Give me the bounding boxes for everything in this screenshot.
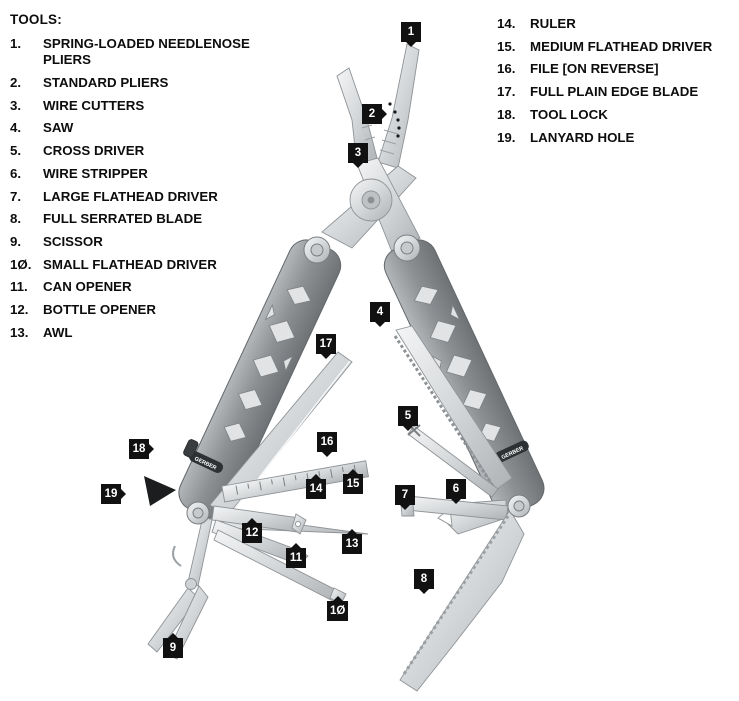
tool-list-item: 5. CROSS DRIVER: [10, 143, 281, 159]
diagram-callout-2: 2: [362, 104, 387, 124]
tool-number: 17.: [497, 84, 516, 100]
tool-list-item: 9. SCISSOR: [10, 234, 281, 250]
tool-label: SMALL FLATHEAD DRIVER: [43, 256, 217, 272]
tool-number: 2.: [10, 74, 22, 90]
tool-label: WIRE STRIPPER: [43, 165, 148, 181]
tool-number: 8.: [10, 211, 22, 227]
diagram-callout-16: 16: [317, 432, 337, 457]
tool-list-item: 2. STANDARD PLIERS: [10, 75, 281, 91]
tool-number: 4.: [10, 120, 22, 136]
tool-label: LARGE FLATHEAD DRIVER: [43, 188, 218, 204]
tools-list-left: TOOLS: 1. SPRING-LOADED NEEDLENOSE PLIERS…: [10, 12, 281, 348]
tool-list-item: 1. SPRING-LOADED NEEDLENOSE PLIERS: [10, 36, 281, 68]
diagram-callout-17: 17: [316, 334, 336, 359]
tool-number: 1Ø.: [10, 256, 32, 272]
tool-number: 16.: [497, 61, 516, 77]
tool-number: 11.: [10, 279, 28, 295]
tool-number: 1.: [10, 36, 22, 51]
tool-number: 6.: [10, 165, 22, 181]
tool-list-item: 4. SAW: [10, 120, 281, 136]
diagram-callout-19: 19: [101, 484, 126, 504]
tool-label: TOOL LOCK: [530, 106, 608, 122]
tool-label: STANDARD PLIERS: [43, 74, 169, 90]
pivot-screws: [186, 234, 531, 525]
diagram-callout-6: 6: [446, 479, 466, 504]
pliers-head: [321, 43, 421, 253]
tool-label: MEDIUM FLATHEAD DRIVER: [530, 38, 713, 54]
diagram-callout-7: 7: [395, 485, 415, 510]
tool-number: 9.: [10, 233, 22, 249]
diagram-callout-3: 3: [348, 143, 368, 168]
small-flathead-driver: [213, 529, 347, 605]
tool-label: RULER: [530, 16, 576, 31]
diagram-callout-5: 5: [398, 406, 418, 431]
lanyard-hole: [144, 476, 176, 506]
tool-list-item: 14. RULER: [497, 16, 733, 32]
diagram-callout-15: 15: [343, 469, 363, 494]
tool-list-item: 3. WIRE CUTTERS: [10, 98, 281, 114]
tools-heading: TOOLS:: [10, 12, 62, 27]
tool-label: SAW: [43, 120, 74, 136]
tool-number: 3.: [10, 97, 22, 113]
diagram-callout-12: 12: [242, 518, 262, 543]
diagram-callout-18: 18: [129, 439, 154, 459]
tool-number: 7.: [10, 188, 22, 204]
tool-list-item: 7. LARGE FLATHEAD DRIVER: [10, 189, 281, 205]
tool-label: BOTTLE OPENER: [43, 302, 157, 318]
tool-label: FILE [ON REVERSE]: [530, 61, 659, 77]
tool-label: CAN OPENER: [43, 279, 132, 295]
tool-list-item: 11. CAN OPENER: [10, 279, 281, 295]
tool-list-item: 18. TOOL LOCK: [497, 107, 733, 123]
cross-driver: [407, 423, 499, 498]
tool-number: 19.: [497, 129, 516, 145]
tool-label: WIRE CUTTERS: [43, 97, 145, 113]
diagram-callout-1: 1: [401, 22, 421, 47]
tool-list-item: 19. LANYARD HOLE: [497, 130, 733, 146]
tool-list-left: 1. SPRING-LOADED NEEDLENOSE PLIERS 2. STAND…: [10, 36, 281, 341]
diagram-callout-13: 13: [342, 529, 362, 554]
tool-list-item: 13. AWL: [10, 325, 281, 341]
left-handle: [178, 239, 342, 519]
tool-list-item: 15. MEDIUM FLATHEAD DRIVER: [497, 39, 733, 55]
diagram-callout-14: 14: [306, 474, 326, 499]
tool-number: 5.: [10, 143, 22, 159]
tool-number: 15.: [497, 38, 516, 54]
spring-dots: [388, 102, 401, 138]
tool-label: CROSS DRIVER: [43, 143, 145, 159]
tool-number: 14.: [497, 16, 516, 31]
tool-list-item: 16. FILE [ON REVERSE]: [497, 61, 733, 77]
tool-list-item: 17. FULL PLAIN EDGE BLADE: [497, 84, 733, 100]
tool-lock: [183, 439, 199, 458]
ruler-tool: [221, 460, 369, 503]
diagram-callout-4: 4: [370, 302, 390, 327]
tool-list-item: 6. WIRE STRIPPER: [10, 166, 281, 182]
tool-label: SPRING-LOADED NEEDLENOSE PLIERS: [43, 36, 250, 68]
diagram-callout-9: 9: [163, 633, 183, 658]
tool-list-item: 1Ø. SMALL FLATHEAD DRIVER: [10, 257, 281, 273]
tool-label: LANYARD HOLE: [530, 129, 635, 145]
tools-list-right: 14. RULER 15. MEDIUM FLATHEAD DRIVER 16. FILE…: [497, 16, 733, 152]
tool-list-item: 8. FULL SERRATED BLADE: [10, 211, 281, 227]
tool-label: FULL SERRATED BLADE: [43, 211, 203, 227]
tool-label: AWL: [43, 324, 73, 340]
tool-label: FULL PLAIN EDGE BLADE: [530, 84, 699, 100]
tool-label: SCISSOR: [43, 233, 103, 249]
tool-list-right: 14. RULER 15. MEDIUM FLATHEAD DRIVER 16. FILE…: [497, 16, 733, 146]
tool-number: 13.: [10, 324, 29, 340]
right-handle: [383, 239, 545, 515]
tool-number: 18.: [497, 106, 516, 122]
saw-tool: [393, 325, 513, 491]
tool-list-item: 12. BOTTLE OPENER: [10, 302, 281, 318]
diagram-callout-1Ø: 1Ø: [327, 596, 349, 621]
serrated-blade: [399, 509, 525, 692]
diagram-callout-8: 8: [414, 569, 434, 594]
tool-number: 12.: [10, 302, 29, 318]
diagram-callout-11: 11: [286, 543, 306, 568]
